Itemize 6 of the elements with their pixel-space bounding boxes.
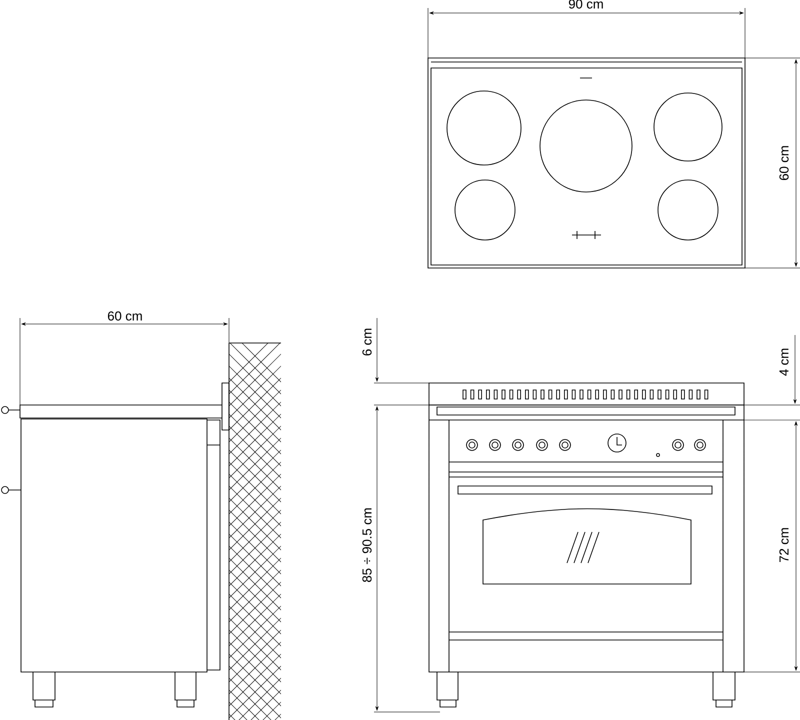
dimension-label: 72 cm: [779, 528, 789, 562]
dimension-label: 85 ÷ 90.5 cm: [362, 508, 372, 582]
dimension-label: 60 cm: [779, 146, 789, 180]
dimension-label: 4 cm: [779, 348, 789, 376]
dimension-label: 60 cm: [108, 311, 142, 321]
dimension-label: 6 cm: [362, 328, 372, 356]
